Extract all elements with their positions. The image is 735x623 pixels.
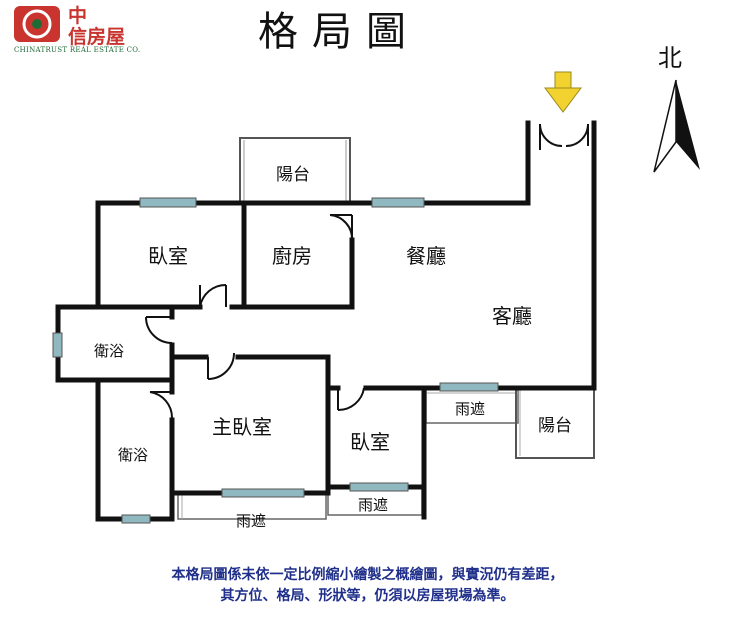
bath-small-door-icon [145, 316, 173, 344]
logo-ring-icon [22, 9, 52, 39]
windows [52, 197, 499, 524]
label-bath-small: 衛浴 [94, 342, 124, 360]
window-master [221, 488, 305, 498]
window-bath-large [121, 514, 151, 524]
logo-english: CHINATRUST REAL ESTATE CO. [14, 46, 140, 54]
label-bedroom-small: 臥室 [350, 430, 390, 454]
label-living: 客廳 [492, 304, 532, 328]
window-bedroom-nw [139, 197, 197, 208]
label-canopy-mid: 雨遮 [358, 496, 388, 514]
page-title: 格局圖 [258, 9, 420, 55]
label-dining: 餐廳 [406, 244, 446, 268]
kitchen-door-icon [329, 214, 354, 241]
window-bath-small [52, 332, 63, 358]
window-living [439, 382, 499, 392]
logo-text-main: 信房屋 [68, 25, 125, 48]
north-indicator: 北 [653, 44, 700, 173]
label-balcony-right: 陽台 [538, 416, 572, 436]
bedroom-door-icon [199, 283, 227, 308]
label-master-bedroom: 主臥室 [212, 415, 272, 439]
disclaimer-line-1: 本格局圖係未依一定比例縮小繪製之概繪圖，與實況仍有差距， [171, 567, 564, 583]
label-balcony-top: 陽台 [276, 165, 310, 185]
label-canopy-right: 雨遮 [455, 400, 485, 418]
entrance-arrow-icon [544, 71, 582, 113]
logo-text-zhong: 中 [68, 4, 87, 27]
bedroom-small-door-icon [337, 387, 365, 412]
north-arrow-right-icon [676, 80, 700, 170]
label-bath-large: 衛浴 [118, 446, 148, 464]
entrance-door-left-icon [539, 123, 563, 150]
disclaimer: 本格局圖係未依一定比例縮小繪製之概繪圖，與實況仍有差距， 其方位、格局、形狀等，… [0, 565, 735, 607]
company-logo: 中 信房屋 CHINATRUST REAL ESTATE CO. [14, 4, 140, 54]
window-dining [371, 197, 425, 208]
master-door-icon [207, 352, 235, 380]
north-arrow-left-icon [653, 79, 677, 173]
label-bedroom-nw: 臥室 [148, 244, 188, 268]
doors [145, 123, 589, 419]
walls [55, 120, 597, 522]
logo-center-icon [32, 19, 42, 29]
label-kitchen: 廚房 [272, 244, 312, 268]
window-bedroom-small [349, 482, 409, 492]
bath-large-door-icon [149, 391, 174, 419]
north-label: 北 [658, 44, 682, 72]
disclaimer-line-2: 其方位、格局、形狀等，仍須以房屋現場為準。 [220, 588, 515, 604]
entrance-door-right-icon [565, 123, 589, 147]
label-canopy-bottom: 雨遮 [236, 512, 266, 530]
